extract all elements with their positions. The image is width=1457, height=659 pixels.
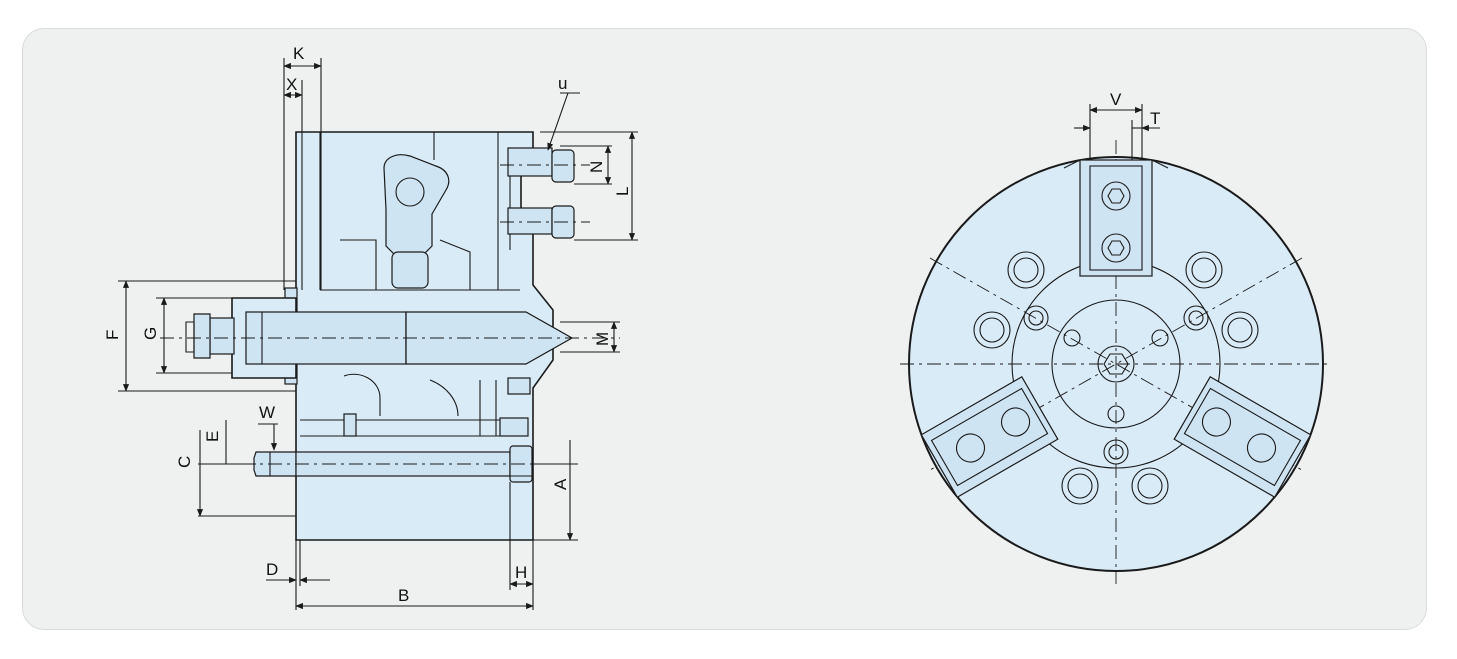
dim-label-V: V — [1110, 90, 1122, 109]
dim-label-X: X — [286, 75, 297, 94]
dim-label-H: H — [515, 563, 527, 582]
front-view: V T — [900, 90, 1332, 584]
dim-label-W: W — [259, 403, 275, 422]
dim-label-D: D — [266, 560, 278, 579]
dim-label-M: M — [593, 332, 612, 346]
dim-label-C: C — [175, 456, 194, 468]
dim-label-F: F — [103, 330, 122, 340]
dim-label-N: N — [587, 161, 606, 173]
dim-label-K: K — [293, 44, 305, 63]
dim-label-A: A — [551, 478, 570, 490]
dim-label-L: L — [613, 187, 632, 196]
dim-label-T: T — [1150, 109, 1160, 128]
dim-label-u: u — [558, 74, 567, 93]
dim-label-G: G — [141, 327, 160, 340]
dim-label-B: B — [398, 586, 409, 605]
side-view: K X u N L F G M W — [103, 44, 638, 610]
dim-label-E: E — [203, 431, 222, 442]
